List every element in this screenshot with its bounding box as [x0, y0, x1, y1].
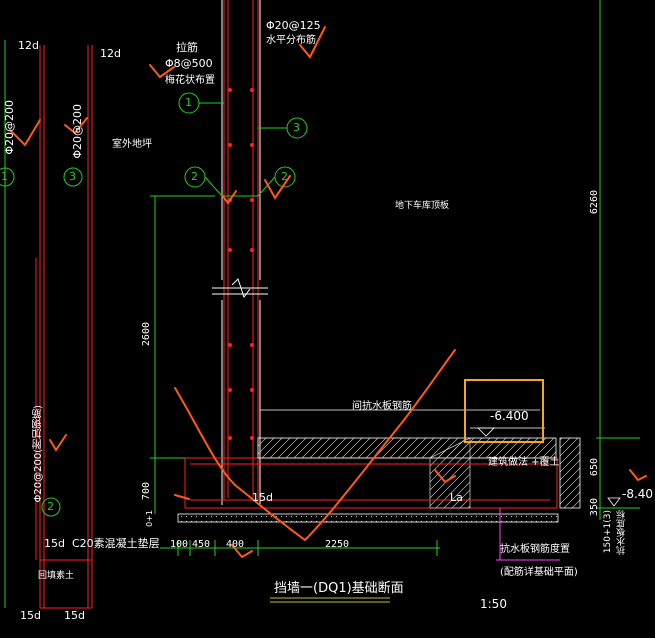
callout-1: 1	[185, 96, 192, 109]
callout-3: 3	[293, 121, 300, 134]
tie-label: 拉筋	[176, 41, 198, 54]
drawing-scale: 1:50	[480, 597, 507, 611]
dim-2600: 2600	[141, 322, 152, 347]
rebar-top-sub: 水平分布筋	[266, 35, 316, 46]
d12-right: 12d	[100, 47, 121, 60]
dim-400: 400	[226, 539, 245, 550]
fill-left-label: 回填素土	[38, 571, 75, 581]
d15-bottom-2: 15d	[64, 609, 85, 622]
left-rebar-3-label: Φ20@200	[71, 104, 84, 159]
dim-100: 100	[170, 539, 189, 550]
garage-label: 地下车库顶板	[395, 201, 450, 211]
concrete-label: C20素混凝土垫层	[72, 537, 160, 550]
rebar-top-label: Φ20@125	[266, 19, 321, 32]
dim-6260: 6260	[589, 190, 600, 215]
dim-450: 450	[192, 539, 211, 550]
elevation-1: -6.400	[490, 409, 529, 423]
callout-left-1: 1	[1, 170, 8, 183]
dimension-lines	[150, 0, 640, 556]
waterproof-label: 间抗水板钢筋	[352, 401, 412, 412]
la-label: La	[450, 491, 463, 504]
dim-2250: 2250	[325, 539, 350, 550]
outdoor-label: 室外地坪	[112, 139, 152, 150]
callout-2-left: 2	[191, 170, 198, 183]
anti-water-sub: (配筋详基础平面)	[500, 567, 578, 578]
plus-zero-label: 0+1	[145, 510, 154, 527]
d12-left: 12d	[18, 39, 39, 52]
d15-bottom-1: 15d	[20, 609, 41, 622]
base-note: 150+1(3)	[603, 510, 613, 554]
dim-350: 350	[589, 498, 600, 517]
retaining-wall	[223, 0, 259, 500]
base-note-sub: 抗水板底标	[617, 510, 627, 555]
tie-spec: Φ8@500	[165, 57, 213, 70]
callout-left-3: 3	[69, 170, 76, 183]
dim-700: 700	[141, 482, 152, 501]
left-rebar-detail	[35, 45, 93, 609]
highlight-box	[464, 379, 544, 443]
callout-2-right: 2	[281, 170, 288, 183]
markup-strokes	[9, 26, 647, 559]
callout-left-2: 2	[47, 500, 54, 513]
rebar-left-label: Φ20@200(附加钢筋)	[33, 405, 44, 503]
left-rebar-1-label: Φ20@200	[3, 100, 16, 155]
anti-water-label: 抗水板钢筋度置	[500, 544, 570, 555]
tie-sub: 梅花状布置	[165, 75, 215, 86]
d15-left: 15d	[44, 537, 65, 550]
d15-wall: 15d	[252, 491, 273, 504]
dim-650: 650	[589, 458, 600, 477]
fill-label: 建筑做法 +覆土	[488, 457, 560, 468]
elevation-2: -8.40	[622, 487, 654, 501]
drawing-title: 挡墙一(DQ1)基础断面	[274, 581, 404, 596]
footing	[177, 409, 581, 523]
